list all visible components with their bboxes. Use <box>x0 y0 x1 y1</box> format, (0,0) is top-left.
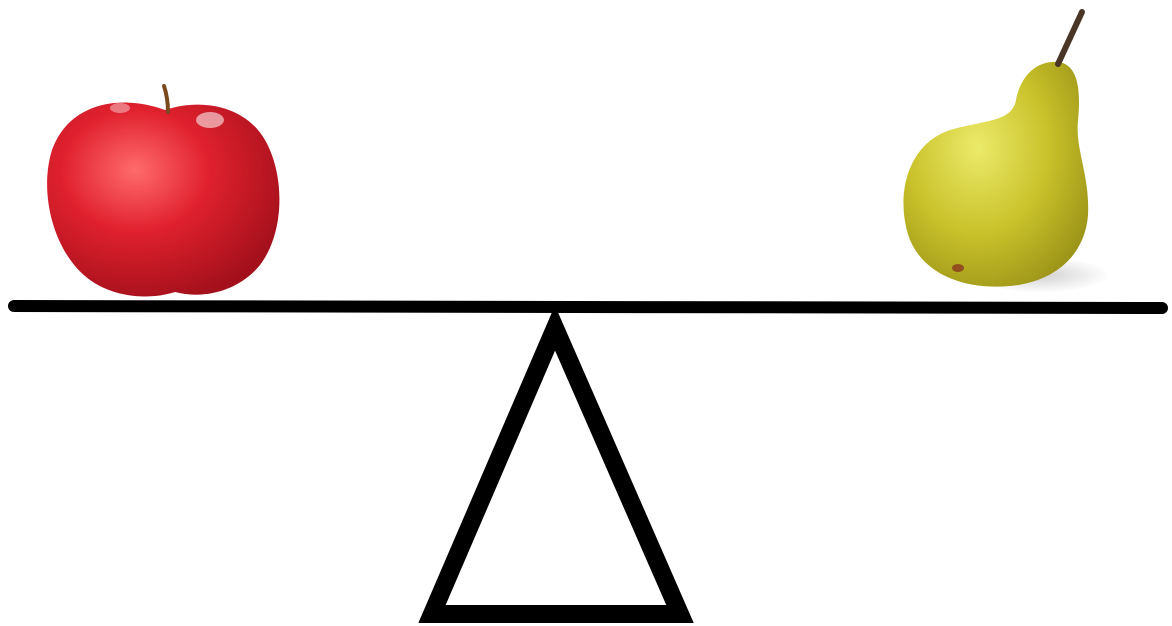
pear-body <box>903 62 1088 287</box>
apple-highlight <box>196 112 224 128</box>
apple-body <box>47 103 279 297</box>
triangle-fulcrum-icon <box>432 328 680 614</box>
seesaw-beam <box>14 306 1162 308</box>
pear-blemish <box>952 264 964 272</box>
apple-icon <box>47 86 279 296</box>
pear-stem <box>1058 12 1082 64</box>
apple-stem <box>164 86 168 112</box>
apple-highlight <box>110 103 130 113</box>
pear-icon <box>903 12 1110 293</box>
